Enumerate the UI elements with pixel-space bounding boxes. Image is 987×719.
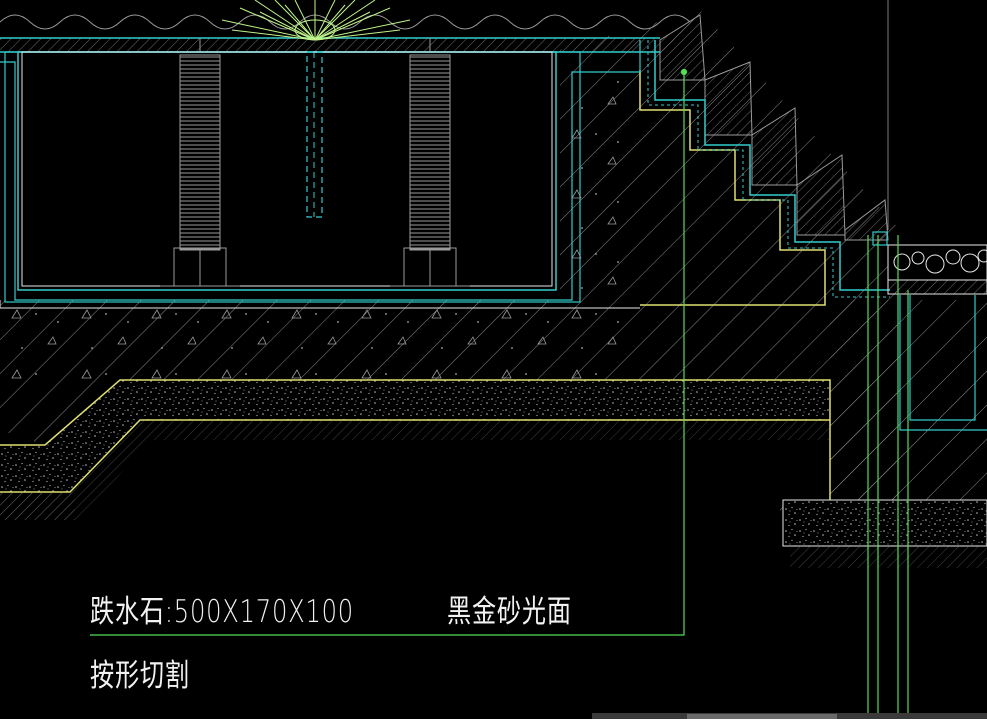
foundation-slab [0, 80, 831, 520]
pool-tank [0, 40, 641, 309]
fountain-spray [221, 0, 411, 41]
right-drain-channel [872, 231, 987, 431]
lower-footing [0, 492, 987, 568]
pedestal-right [390, 54, 470, 287]
leader-lines [90, 0, 909, 719]
steps-profile [639, 14, 890, 306]
finish-label: 黑金砂光面 [447, 594, 572, 630]
stone-spec-label: 跌水石:500X170X100 [90, 594, 354, 630]
bottom-status-strip [592, 713, 987, 719]
cut-label: 按形切割 [90, 658, 190, 694]
status-segment [687, 714, 837, 719]
pedestal-left [160, 54, 240, 287]
